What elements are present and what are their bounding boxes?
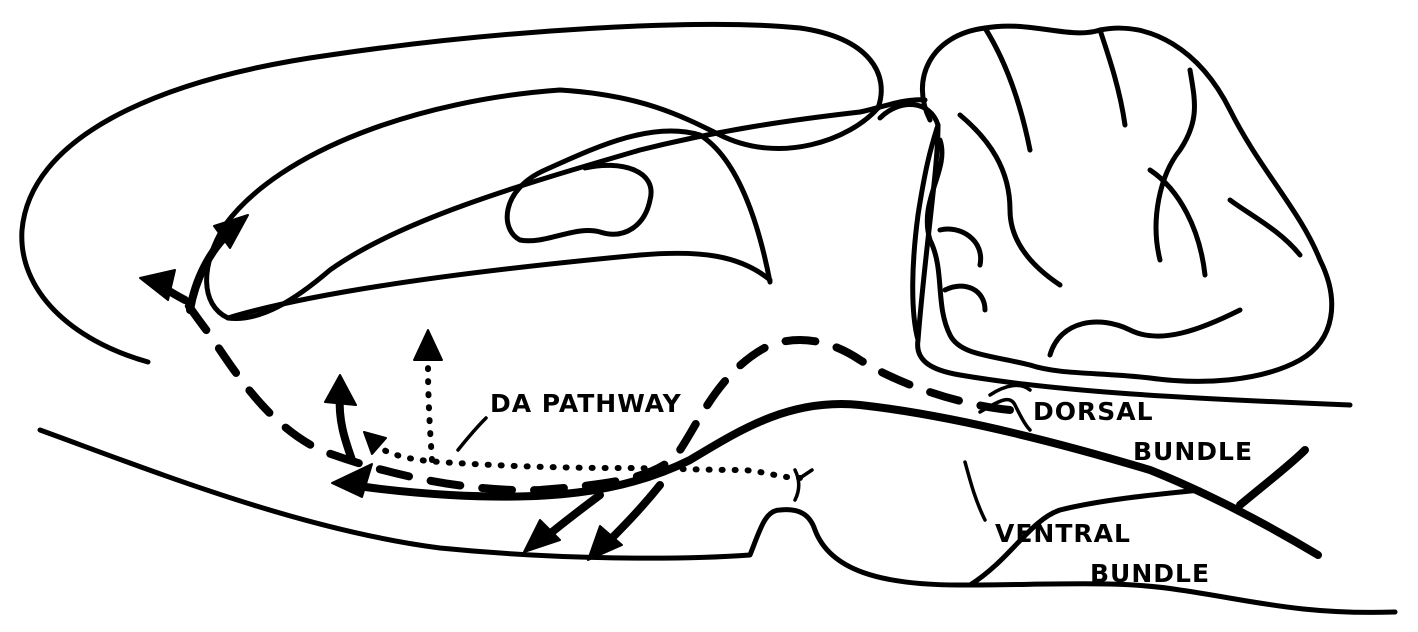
dorsal-label: DORSAL	[1033, 397, 1154, 426]
ventral-bundle-line	[345, 404, 1318, 555]
dorsal-bundle-label: BUNDLE	[1133, 437, 1253, 466]
ventral-bundle-leader	[965, 462, 985, 520]
vta-cell-marker	[795, 470, 812, 500]
da-pathway-leader	[458, 418, 486, 450]
corpus-callosum-outline	[207, 90, 925, 318]
cortex-outline	[22, 24, 881, 362]
ventral-bundle-label: BUNDLE	[1090, 559, 1210, 588]
da-pathway-label: DA PATHWAY	[490, 389, 682, 418]
descending-arrow-2-shaft	[605, 485, 660, 545]
cerebellum-folia-3	[1156, 70, 1194, 260]
septal-arrow-head	[325, 375, 356, 405]
cerebellum-folia-1	[985, 28, 1030, 150]
cerebellum-folia-4	[960, 115, 1060, 285]
cerebellum-folia-6	[945, 286, 985, 310]
cerebellum-folia-7	[1050, 310, 1240, 355]
dorsal-bundle-fork	[990, 385, 1030, 395]
cerebellum-folia-2	[1100, 30, 1125, 125]
descending-arrow-1-head	[524, 520, 560, 552]
descending-arrow-1-shaft	[545, 495, 600, 538]
cerebellum-folia-5	[940, 229, 981, 265]
da-pathway-arrowhead	[414, 330, 442, 360]
da-pathway-ascending	[428, 365, 432, 460]
da-pathway-line	[375, 445, 800, 478]
midbrain-outline	[880, 104, 1350, 405]
ventral-bundle-arrowhead	[332, 464, 372, 497]
ventral-label: VENTRAL	[995, 519, 1131, 548]
frontal-arrow-1-head	[140, 270, 175, 300]
